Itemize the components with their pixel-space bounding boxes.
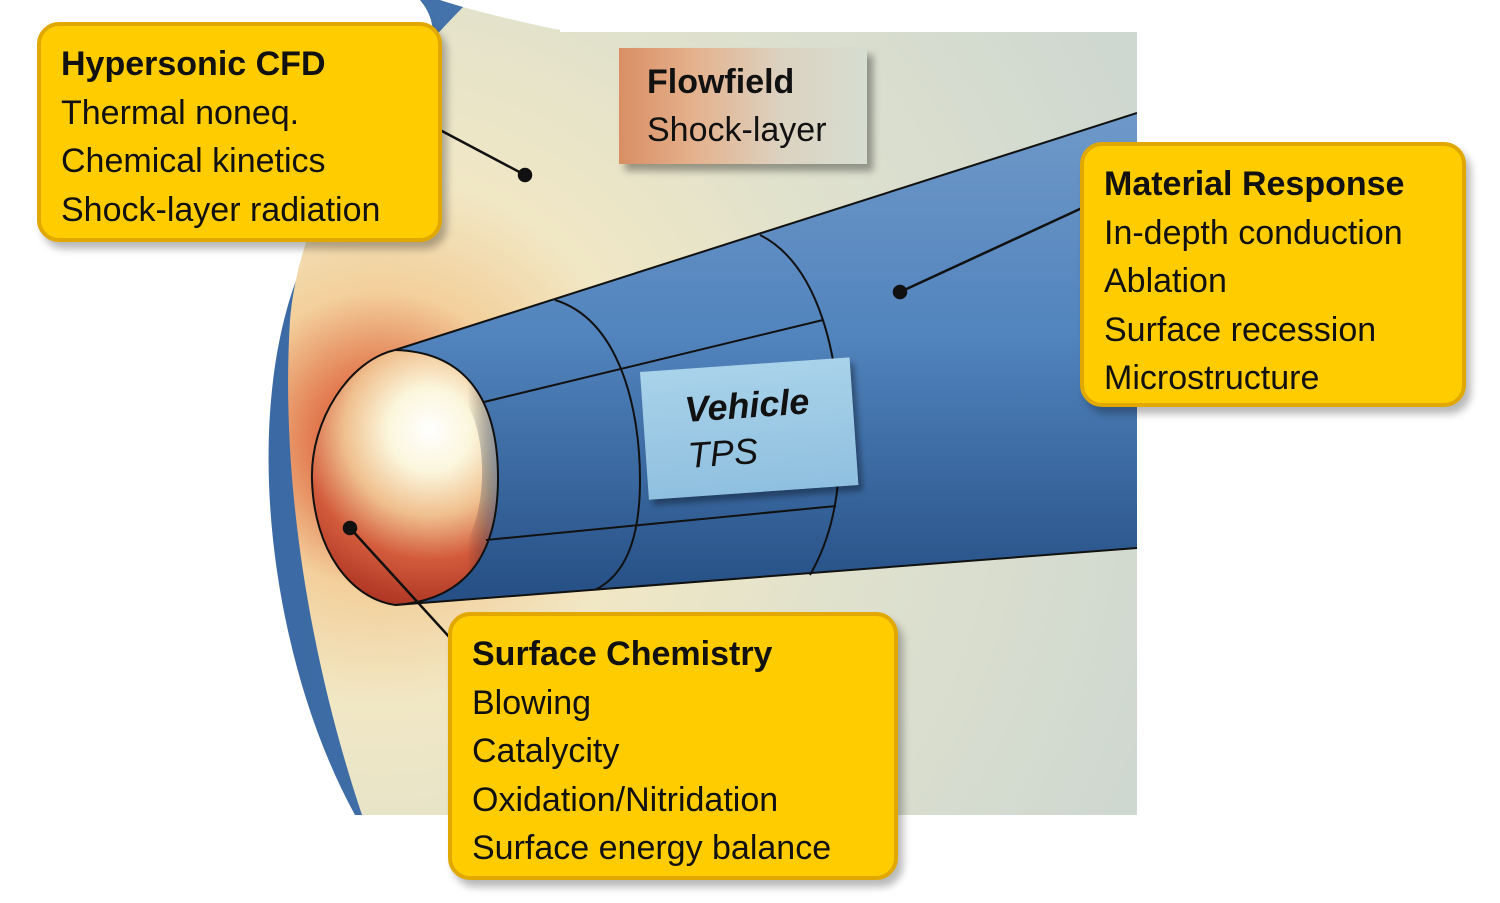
vehicle-body xyxy=(395,113,1137,605)
hypersonic-cfd-item: Shock-layer radiation xyxy=(61,190,381,229)
flowfield-title: Flowfield xyxy=(647,63,795,101)
leader-material-response xyxy=(899,206,1083,294)
material-response-item: Microstructure xyxy=(1104,359,1320,397)
surface-chemistry-item: Blowing xyxy=(472,683,592,722)
leader-surface-chemistry xyxy=(349,527,453,641)
hypersonic-cfd-item: Chemical kinetics xyxy=(61,142,326,180)
hypersonic-cfd-title: Hypersonic CFD xyxy=(61,45,326,83)
flowfield-label-box: Flowfield Shock-layer xyxy=(619,48,867,164)
leader-dot-hypersonic-cfd xyxy=(517,167,533,183)
material-response-item: In-depth conduction xyxy=(1104,213,1403,252)
hypersonic-cfd-item: Thermal noneq. xyxy=(61,93,300,132)
leader-lines xyxy=(342,128,1083,641)
leader-hypersonic-cfd xyxy=(439,128,526,177)
surface-chemistry-item: Catalycity xyxy=(472,732,620,770)
surface-chemistry-item: Oxidation/Nitridation xyxy=(472,780,779,819)
hypersonic-cfd-callout: Hypersonic CFD Thermal noneq. Chemical k… xyxy=(37,22,442,242)
material-response-title: Material Response xyxy=(1104,165,1405,203)
vehicle-label-box: Vehicle TPS xyxy=(640,357,859,500)
leader-dot-surface-chemistry xyxy=(342,520,358,536)
surface-chemistry-callout: Surface Chemistry Blowing Catalycity Oxi… xyxy=(448,612,898,880)
material-response-item: Surface recession xyxy=(1104,310,1377,349)
leader-dot-material-response xyxy=(892,284,908,300)
flowfield-subtitle: Shock-layer xyxy=(647,111,827,149)
material-response-callout: Material Response In-depth conduction Ab… xyxy=(1080,142,1466,407)
material-response-item: Ablation xyxy=(1104,262,1227,300)
surface-chemistry-item: Surface energy balance xyxy=(472,829,832,867)
surface-chemistry-title: Surface Chemistry xyxy=(472,635,773,673)
vehicle-nose xyxy=(311,350,498,605)
